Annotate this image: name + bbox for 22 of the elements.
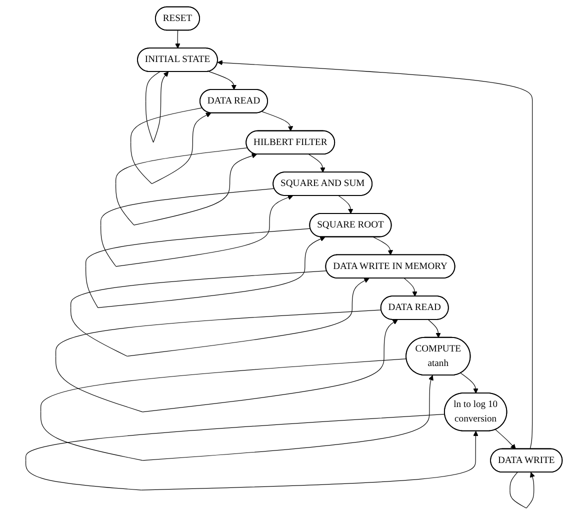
arrow <box>116 148 257 226</box>
arrow <box>510 472 535 508</box>
arrow <box>372 236 394 256</box>
arrow <box>428 319 441 338</box>
arrow <box>40 358 434 461</box>
arrow <box>146 71 169 143</box>
arrow <box>460 372 478 394</box>
arrow <box>26 414 478 490</box>
arrow <box>262 111 294 132</box>
state-diagram: RESET INITIAL STATE DATA READ HILBERT FILTER SQUARE AND SUM SQUARE ROOT DATA WRITE IN MEMORY DATA READ COMPUTE atanh ln to log 10 conversion DATA WRITE <box>21 2 567 513</box>
arrow <box>86 228 326 308</box>
arrow <box>217 60 533 450</box>
arrow <box>70 270 370 357</box>
arrow <box>404 278 418 297</box>
arrow <box>208 71 237 90</box>
arrow <box>308 154 326 173</box>
arrow <box>175 30 180 49</box>
arrow <box>56 310 398 412</box>
arrow <box>130 108 212 184</box>
arrow <box>100 188 294 267</box>
arrow <box>338 195 354 214</box>
arrow <box>495 429 516 450</box>
